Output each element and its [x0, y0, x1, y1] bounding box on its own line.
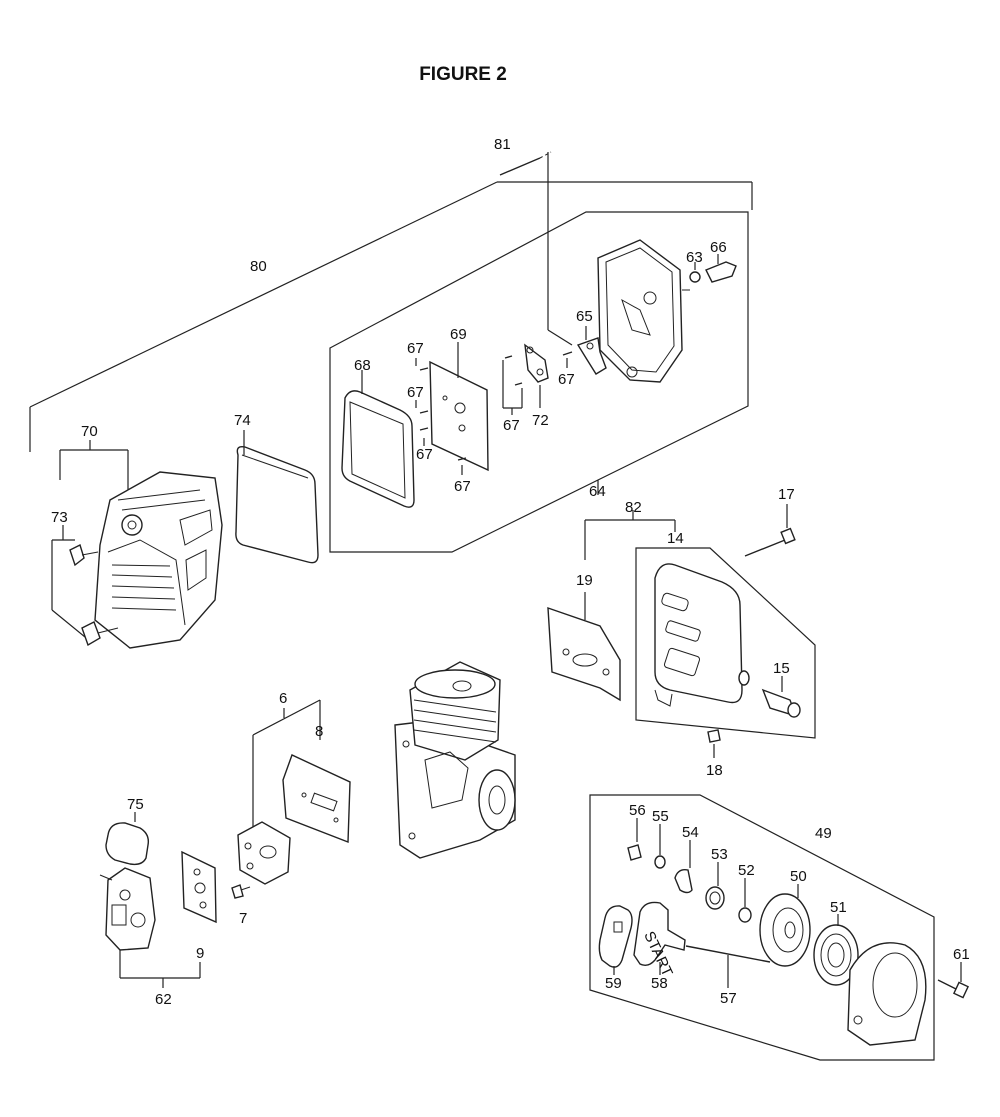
rope-57	[685, 945, 771, 988]
handle-58: START	[633, 901, 686, 979]
bracket-72	[524, 343, 549, 408]
gasket-9	[181, 850, 217, 924]
insulator-6	[237, 821, 291, 885]
callout-57: 57	[720, 990, 737, 1007]
callout-58: 58	[651, 975, 668, 992]
callout-67-a: 67	[407, 340, 424, 357]
engine-block	[394, 661, 516, 859]
callout-labels: 81 80 63 66 65 69 68 67 67 67 67 67 67 7…	[51, 136, 970, 1008]
callout-7: 7	[239, 910, 247, 927]
cover-group-lines	[51, 440, 129, 638]
callout-67-f: 67	[558, 371, 575, 388]
callout-69: 69	[450, 326, 467, 343]
callout-66: 66	[710, 239, 727, 256]
bolt-61	[937, 962, 969, 999]
callout-56: 56	[629, 802, 646, 819]
callout-63: 63	[686, 249, 703, 266]
callout-82: 82	[625, 499, 642, 516]
grip-insert-59	[598, 905, 633, 975]
callout-73: 73	[51, 509, 68, 526]
callout-80: 80	[250, 258, 267, 275]
lever-65	[576, 326, 607, 375]
callout-51: 51	[830, 899, 847, 916]
callout-67-d: 67	[454, 478, 471, 495]
callout-67-c: 67	[416, 446, 433, 463]
bolt-56	[627, 818, 642, 861]
screws-67	[415, 351, 573, 475]
gasket-8	[282, 754, 351, 844]
cover-75	[105, 812, 150, 866]
spark-screen-15	[761, 676, 801, 718]
callout-62: 62	[155, 991, 172, 1008]
callout-8: 8	[315, 723, 323, 740]
callout-59: 59	[605, 975, 622, 992]
callout-52: 52	[738, 862, 755, 879]
muffler-14	[654, 563, 750, 707]
air-filter-element-74	[235, 430, 319, 564]
spring-51	[813, 914, 859, 986]
carburetor	[99, 867, 156, 951]
callout-17: 17	[778, 486, 795, 503]
callout-67-b: 67	[407, 384, 424, 401]
pawl-54	[674, 840, 693, 894]
muffler-group-lines	[584, 510, 816, 739]
callout-54: 54	[682, 824, 699, 841]
knob-73-lower	[81, 621, 119, 647]
callout-18: 18	[706, 762, 723, 779]
callout-50: 50	[790, 868, 807, 885]
callout-72: 72	[532, 412, 549, 429]
starter-group-box	[589, 794, 935, 1061]
callout-9: 9	[196, 945, 204, 962]
valve-66	[705, 254, 737, 283]
gasket-68	[341, 370, 415, 508]
spring-53	[705, 862, 725, 910]
plate-69	[429, 342, 489, 472]
callout-53: 53	[711, 846, 728, 863]
callout-70: 70	[81, 423, 98, 440]
callout-81: 81	[494, 136, 511, 153]
washer-52	[738, 878, 752, 923]
starter-housing	[847, 942, 927, 1046]
callout-75: 75	[127, 796, 144, 813]
callout-74: 74	[234, 412, 251, 429]
washer-63	[689, 262, 701, 283]
callout-68: 68	[354, 357, 371, 374]
callout-6: 6	[279, 690, 287, 707]
callout-15: 15	[773, 660, 790, 677]
callout-61: 61	[953, 946, 970, 963]
callout-49: 49	[815, 825, 832, 842]
figure-title: FIGURE 2	[419, 64, 507, 85]
air-filter-group-lines	[29, 152, 753, 553]
callout-55: 55	[652, 808, 669, 825]
callout-14: 14	[667, 530, 684, 547]
air-filter-cover-70	[94, 471, 223, 649]
screw-81	[499, 151, 552, 176]
washer-55	[654, 824, 666, 869]
bolt-17	[744, 504, 796, 557]
knob-73-upper	[69, 544, 99, 567]
callout-67-e: 67	[503, 417, 520, 434]
screw-7	[231, 884, 251, 899]
callout-65: 65	[576, 308, 593, 325]
air-filter-base-64	[597, 239, 690, 495]
callout-64: 64	[589, 483, 606, 500]
reel-50	[759, 884, 811, 967]
bolt-18	[707, 729, 721, 758]
callout-19: 19	[576, 572, 593, 589]
gasket-19	[547, 592, 621, 702]
